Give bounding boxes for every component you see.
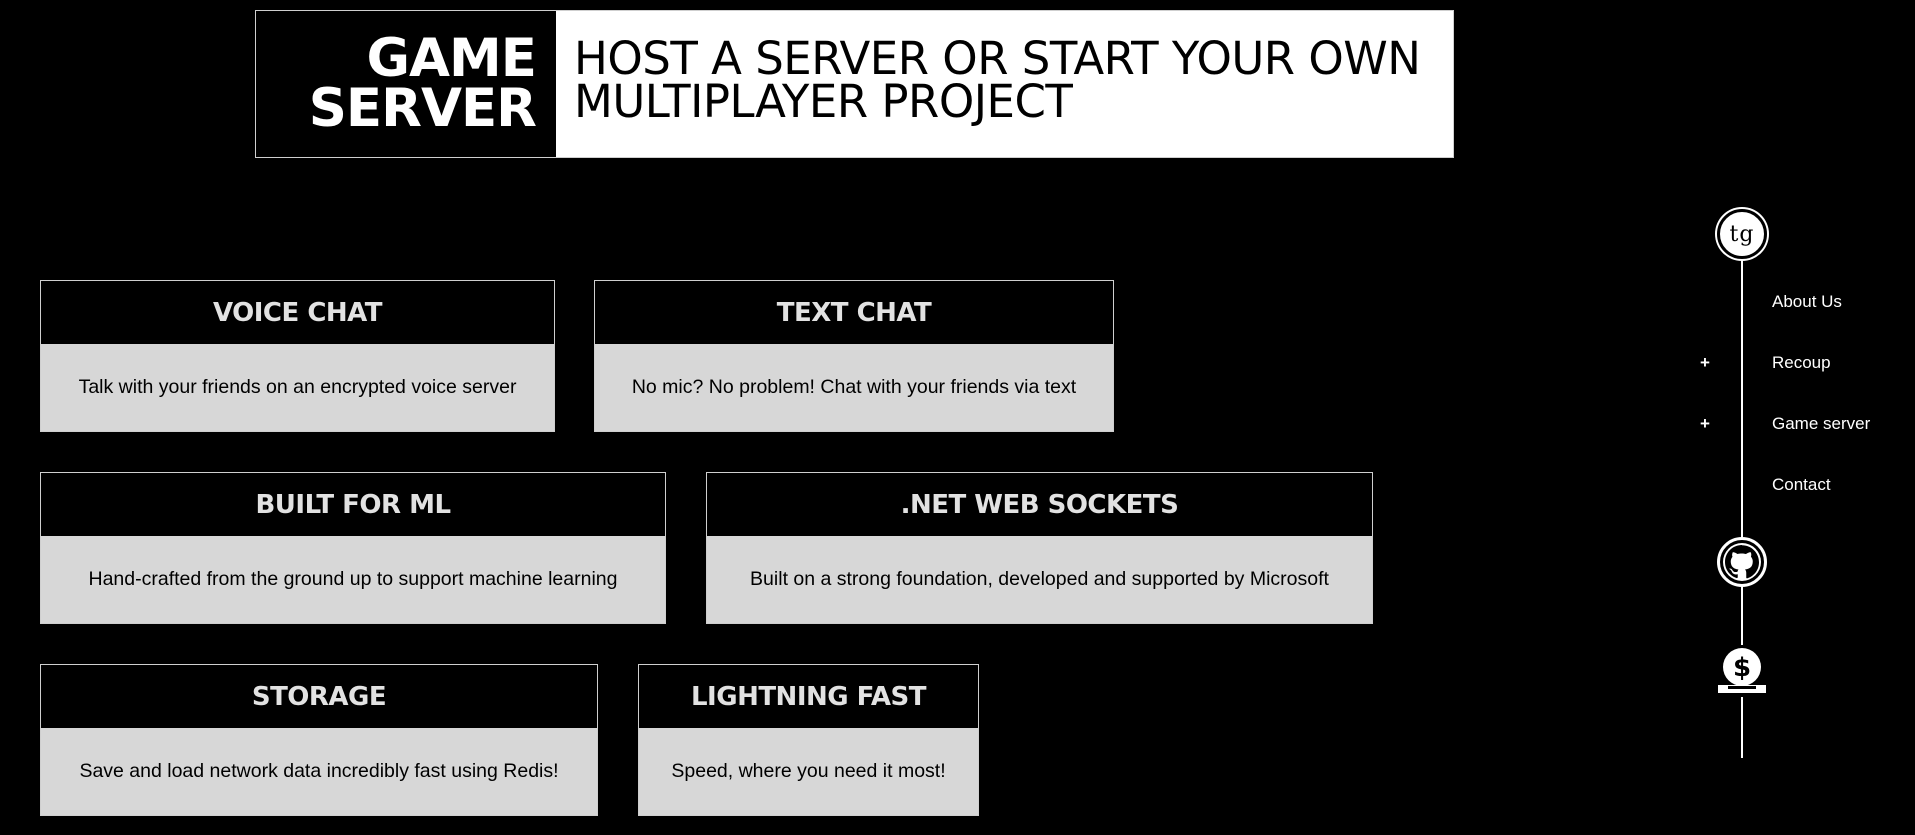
feature-card-description: Talk with your friends on an encrypted v… — [78, 376, 517, 398]
nav-item-contact[interactable]: Contact — [1772, 475, 1831, 494]
hero-tagline-line1: HOST A SERVER OR START YOUR OWN — [574, 32, 1421, 85]
feature-card-title: .NET WEB SOCKETS — [707, 473, 1372, 536]
github-link[interactable] — [1717, 537, 1767, 587]
feature-card-voice-chat: VOICE CHAT Talk with your friends on an … — [40, 280, 555, 432]
feature-card-description: Hand-crafted from the ground up to suppo… — [88, 568, 618, 590]
feature-card-net-web-sockets: .NET WEB SOCKETS Built on a strong found… — [706, 472, 1373, 624]
feature-card-title: LIGHTNING FAST — [639, 665, 978, 728]
donate-link[interactable]: $ — [1716, 645, 1768, 697]
hero-title: GAME SERVER — [256, 11, 556, 157]
feature-card-lightning-fast: LIGHTNING FAST Speed, where you need it … — [638, 664, 979, 816]
github-icon — [1723, 543, 1761, 581]
feature-card-storage: STORAGE Save and load network data incre… — [40, 664, 598, 816]
hero-tagline: HOST A SERVER OR START YOUR OWN MULTIPLA… — [556, 11, 1453, 157]
feature-card-text-chat: TEXT CHAT No mic? No problem! Chat with … — [594, 280, 1114, 432]
feature-card-description: Speed, where you need it most! — [671, 760, 946, 782]
hero-title-line1: GAME — [366, 28, 537, 89]
nav-item-about-us[interactable]: About Us — [1772, 292, 1842, 311]
feature-card-built-for-ml: BUILT FOR ML Hand-crafted from the groun… — [40, 472, 666, 624]
expand-recoup-icon[interactable]: + — [1700, 353, 1710, 372]
nav-item-game-server[interactable]: Game server — [1772, 414, 1871, 433]
hero-banner: GAME SERVER HOST A SERVER OR START YOUR … — [255, 10, 1454, 158]
feature-card-description: Save and load network data incredibly fa… — [79, 760, 559, 782]
sidebar-timeline-line — [1741, 232, 1743, 758]
feature-card-description: No mic? No problem! Chat with your frien… — [631, 376, 1077, 398]
expand-game-server-icon[interactable]: + — [1700, 414, 1710, 433]
feature-card-title: BUILT FOR ML — [41, 473, 665, 536]
feature-card-description: Built on a strong foundation, developed … — [750, 568, 1329, 590]
feature-card-title: STORAGE — [41, 665, 597, 728]
logo-button[interactable]: tg — [1717, 209, 1767, 259]
hero-tagline-line2: MULTIPLAYER PROJECT — [574, 75, 1073, 128]
site-logo: tg — [1729, 221, 1755, 247]
feature-card-title: TEXT CHAT — [595, 281, 1113, 344]
hero-title-line2: SERVER — [308, 78, 537, 139]
nav-item-recoup[interactable]: Recoup — [1772, 353, 1831, 372]
svg-text:$: $ — [1733, 653, 1751, 683]
feature-card-title: VOICE CHAT — [41, 281, 554, 344]
donate-icon: $ — [1718, 648, 1766, 693]
